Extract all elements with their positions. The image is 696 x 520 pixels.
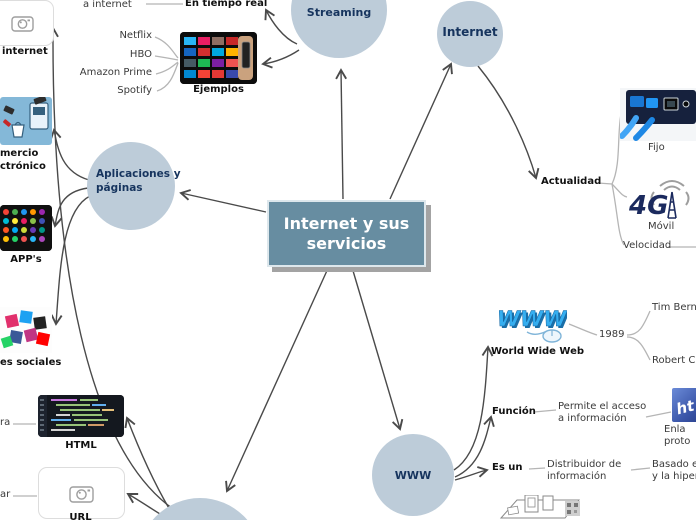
internet-image-placeholder-card[interactable] bbox=[0, 0, 54, 46]
example-netflix[interactable]: Netflix bbox=[119, 30, 152, 41]
http-caption[interactable]: Enla proto bbox=[664, 424, 691, 447]
svg-text:4G: 4G bbox=[628, 191, 668, 221]
code-editor-icon bbox=[38, 395, 124, 437]
router-ethernet-icon bbox=[620, 90, 696, 141]
svg-text:WWW: WWW bbox=[499, 309, 567, 333]
node-aplicaciones-label[interactable]: Aplicaciones y páginas bbox=[96, 168, 181, 194]
velocidad-label[interactable]: Velocidad bbox=[623, 240, 672, 251]
url-label[interactable]: URL bbox=[69, 512, 92, 520]
apps-image[interactable] bbox=[0, 205, 52, 251]
apps-label[interactable]: APP's bbox=[10, 254, 42, 265]
html-label[interactable]: HTML bbox=[65, 440, 97, 451]
example-spotify[interactable]: Spotify bbox=[117, 85, 152, 96]
camera-icon bbox=[11, 16, 34, 32]
www-logo-image[interactable]: WWW WWW bbox=[495, 303, 567, 346]
author-tim-label[interactable]: Tim Bern bbox=[652, 302, 696, 313]
ejemplos-image[interactable] bbox=[180, 32, 257, 84]
movil-image[interactable]: 4G bbox=[628, 172, 690, 223]
world-wide-web-label[interactable]: World Wide Web bbox=[491, 346, 585, 357]
node-internet-label[interactable]: Internet bbox=[442, 25, 498, 39]
author-robert-label[interactable]: Robert C bbox=[652, 355, 696, 366]
funcion-label[interactable]: Función bbox=[492, 406, 536, 417]
node-www[interactable] bbox=[372, 434, 454, 516]
redes-sociales-image[interactable] bbox=[0, 307, 52, 353]
basado-text[interactable]: Basado e y la hiper bbox=[652, 459, 696, 482]
http-image-text: ht bbox=[674, 396, 696, 419]
devices-sketch-image[interactable] bbox=[495, 495, 587, 520]
node-aplicaciones[interactable] bbox=[87, 142, 175, 230]
html-code-image[interactable] bbox=[38, 395, 124, 437]
url-image-placeholder-card[interactable] bbox=[38, 467, 125, 519]
fijo-label[interactable]: Fijo bbox=[648, 142, 665, 153]
ra-fragment[interactable]: ra bbox=[0, 417, 11, 428]
funcion-text[interactable]: Permite el acceso a información bbox=[558, 401, 647, 424]
year-label[interactable]: 1989 bbox=[599, 329, 625, 340]
central-topic[interactable]: Internet y sus servicios bbox=[267, 200, 426, 267]
esun-label[interactable]: Es un bbox=[492, 462, 523, 473]
camera-icon bbox=[68, 486, 94, 503]
www-mouse-icon: WWW WWW bbox=[497, 307, 567, 343]
comercio-label-line1[interactable]: mercio bbox=[0, 148, 39, 159]
streaming-realtime-label[interactable]: En tiempo real bbox=[185, 0, 268, 9]
redes-sociales-label[interactable]: es sociales bbox=[0, 357, 62, 368]
movil-label[interactable]: Móvil bbox=[648, 221, 675, 232]
node-internet[interactable] bbox=[437, 1, 503, 67]
svg-text:WWW: WWW bbox=[497, 307, 567, 331]
central-topic-label: Internet y sus servicios bbox=[283, 213, 410, 253]
node-www-label[interactable]: WWW bbox=[394, 469, 432, 482]
actualidad-label[interactable]: Actualidad bbox=[541, 176, 602, 187]
streaming-apps-grid-icon bbox=[180, 32, 257, 84]
ejemplos-label[interactable]: Ejemplos bbox=[193, 84, 244, 95]
streaming-child-a-internet[interactable]: a internet bbox=[83, 0, 132, 10]
example-hbo[interactable]: HBO bbox=[129, 49, 152, 60]
comercio-label-line2[interactable]: ctrónico bbox=[0, 161, 46, 172]
app-icons-grid-icon bbox=[0, 205, 52, 251]
example-amazon-prime[interactable]: Amazon Prime bbox=[79, 67, 152, 78]
internet-card-label[interactable]: internet bbox=[2, 46, 48, 57]
devices-sketch-icon bbox=[499, 495, 581, 519]
node-streaming-label[interactable]: Streaming bbox=[306, 6, 372, 19]
fijo-image[interactable] bbox=[620, 88, 696, 141]
comercio-image[interactable] bbox=[0, 97, 52, 145]
ar-fragment[interactable]: ar bbox=[0, 489, 11, 500]
4g-tower-icon: 4G bbox=[628, 180, 690, 221]
ecommerce-illustration-icon bbox=[3, 97, 49, 138]
social-cubes-icon bbox=[0, 310, 51, 349]
http-image[interactable]: ht bbox=[672, 388, 696, 422]
esun-text[interactable]: Distribuidor de información bbox=[547, 459, 622, 482]
